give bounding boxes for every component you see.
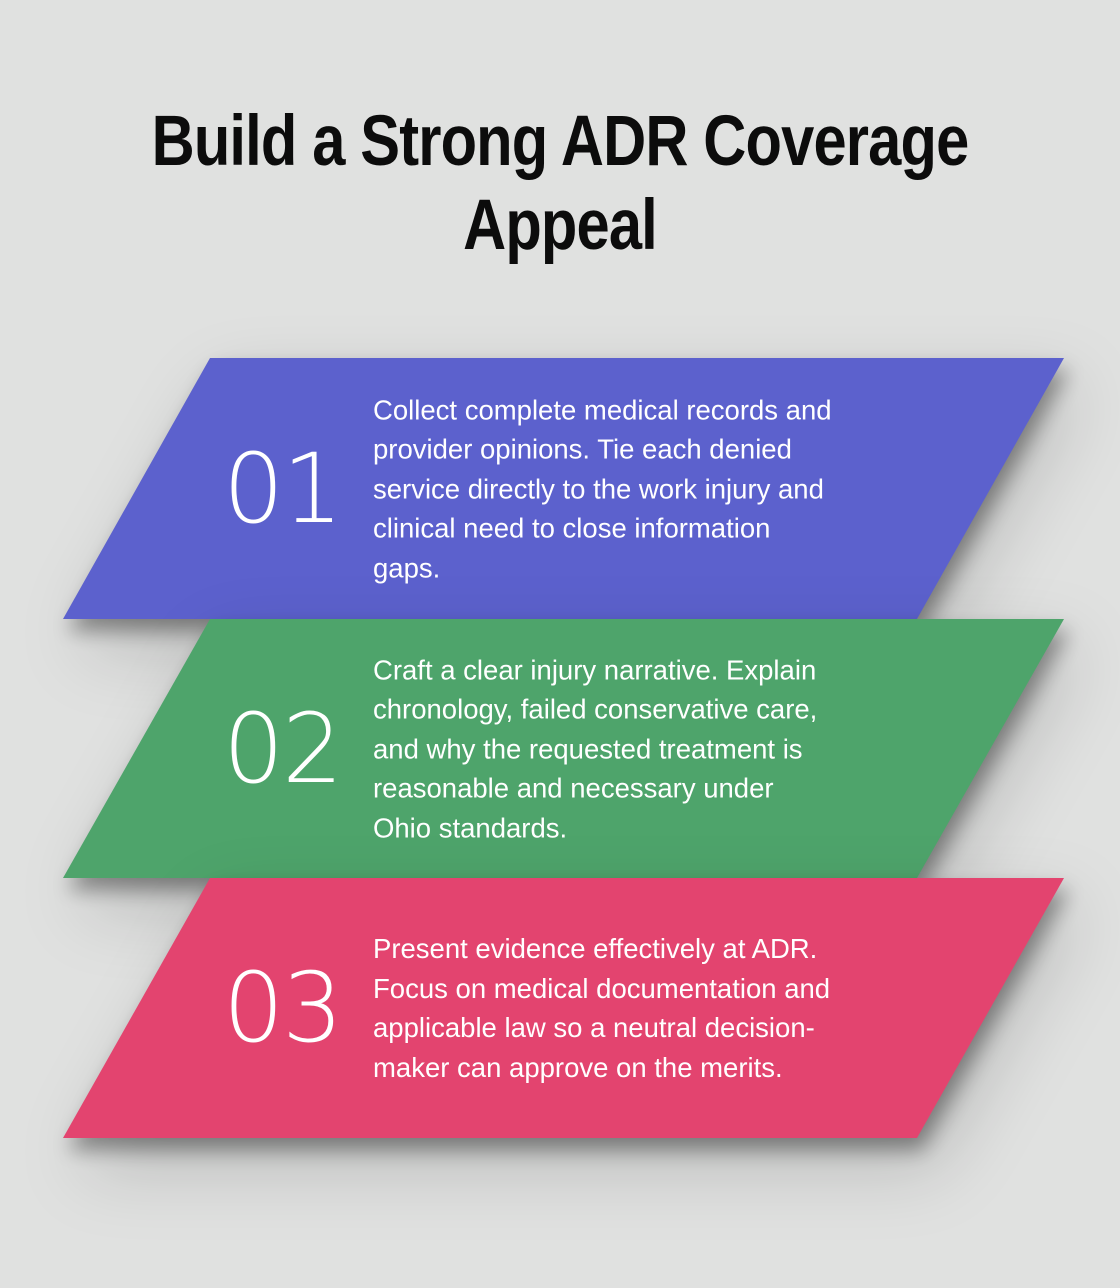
page-title-line-1: Build a Strong ADR Coverage (151, 102, 970, 181)
step-3-line: maker can approve on the merits. (373, 1051, 783, 1083)
step-2-parallelogram: 02 Craft a clear injury narrative. Expla… (63, 619, 1064, 878)
step-3-description: Present evidence effectively at ADR. Foc… (373, 929, 933, 1087)
step-banner-3: 03 Present evidence effectively at ADR. … (63, 878, 1064, 1138)
step-3-number: 03 (223, 952, 342, 1064)
step-2-line: reasonable and necessary under (373, 772, 774, 804)
page-title: Build a Strong ADR Coverage Appeal (90, 100, 1031, 268)
step-1-line: service directly to the work injury and (373, 472, 824, 504)
step-3-line: Present evidence effectively at ADR. (373, 933, 818, 964)
step-2-line: and why the requested treatment is (373, 732, 803, 764)
step-1-number: 01 (223, 432, 342, 545)
step-1-line: clinical need to close information (373, 512, 771, 544)
step-1-line: Collect complete medical records and (373, 393, 832, 425)
step-1-line: provider opinions. Tie each denied (373, 433, 792, 465)
step-2-line: chronology, failed conservative care, (373, 693, 818, 725)
step-1-line: gaps. (373, 551, 441, 583)
step-3-line: Focus on medical documentation and (373, 972, 831, 1004)
step-1-description: Collect complete medical records and pro… (373, 390, 933, 588)
step-banner-2: 02 Craft a clear injury narrative. Expla… (63, 619, 1064, 878)
step-1-parallelogram: 01 Collect complete medical records and … (63, 358, 1064, 619)
step-2-line: Craft a clear injury narrative. Explain (373, 653, 817, 685)
step-2-line: Ohio standards. (373, 811, 568, 843)
page-title-line-2: Appeal (463, 186, 658, 265)
step-2-description: Craft a clear injury narrative. Explain … (373, 650, 933, 848)
step-2-number: 02 (223, 692, 342, 805)
step-banner-1: 01 Collect complete medical records and … (63, 358, 1064, 619)
step-3-parallelogram: 03 Present evidence effectively at ADR. … (63, 878, 1064, 1138)
step-3-line: applicable law so a neutral decision- (373, 1012, 815, 1043)
